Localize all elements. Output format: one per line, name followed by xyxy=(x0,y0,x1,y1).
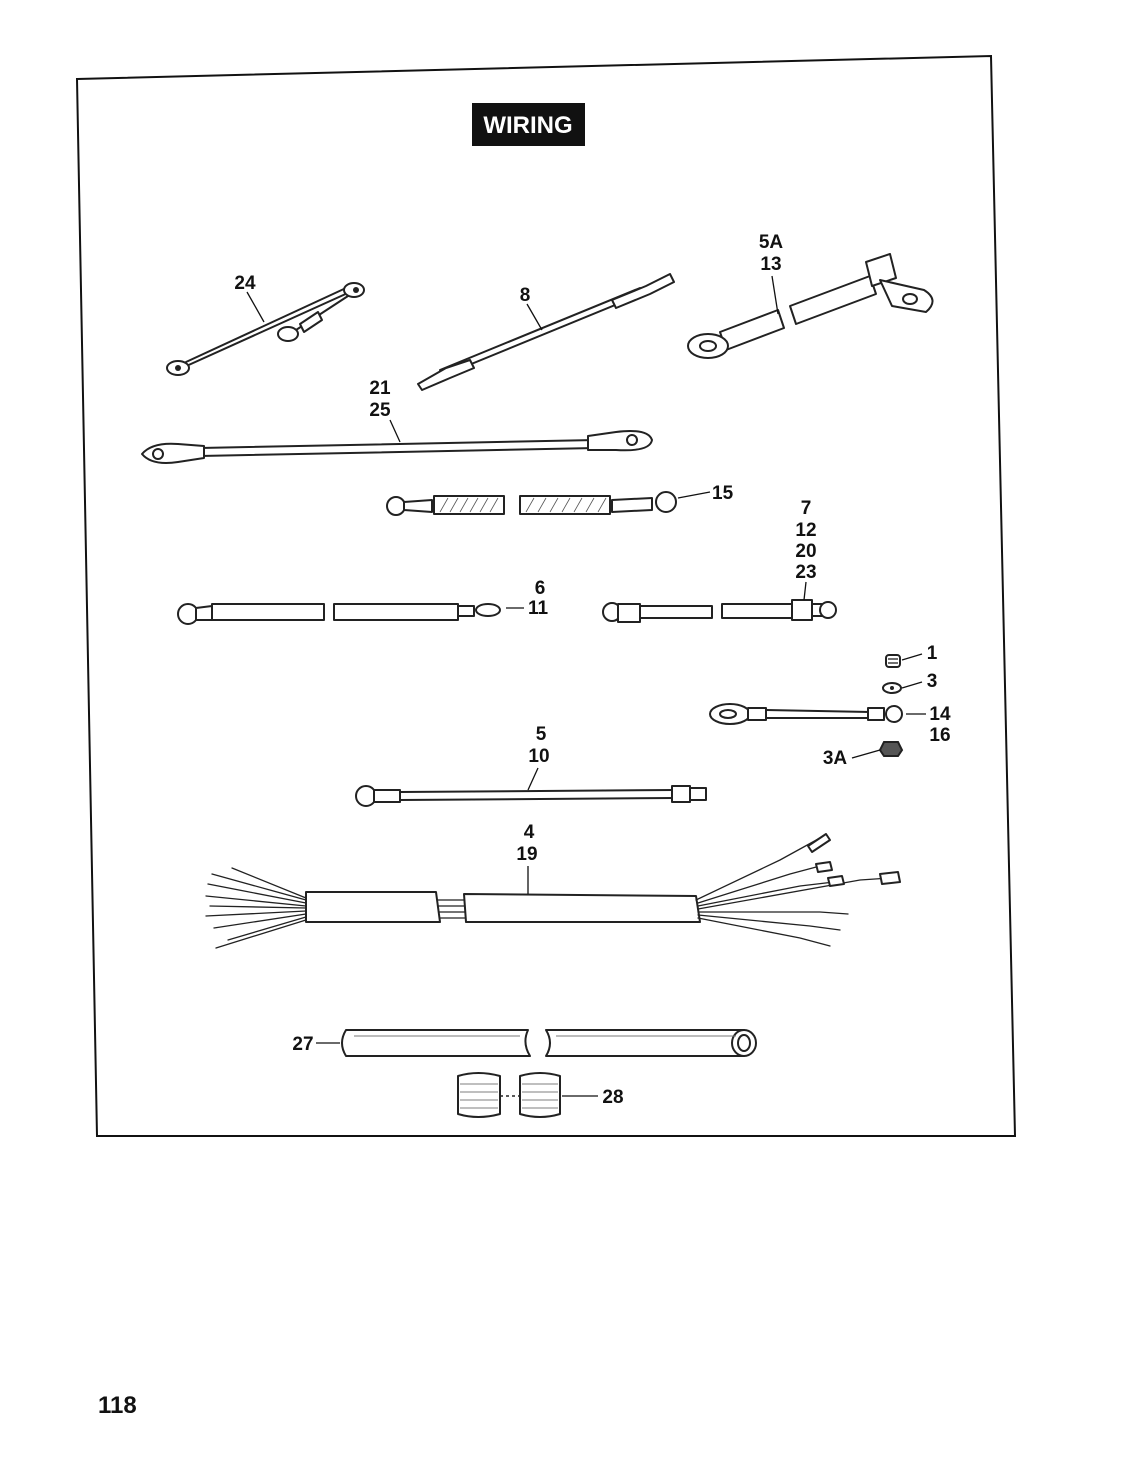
part-14-16-ground-wire xyxy=(709,703,903,725)
callout-15: 15 xyxy=(712,483,734,504)
callout-6: 6 xyxy=(535,578,546,599)
callout-10: 10 xyxy=(528,746,549,767)
page-number: 118 xyxy=(98,1392,137,1419)
callout-23: 23 xyxy=(795,562,816,583)
callout-20: 20 xyxy=(795,541,816,562)
callout-25: 25 xyxy=(369,400,391,421)
callout-28: 28 xyxy=(602,1087,623,1108)
diagram-title: WIRING xyxy=(483,112,572,139)
part-8-terminal-wire xyxy=(417,273,675,391)
callout-7: 7 xyxy=(801,498,812,519)
callout-14: 14 xyxy=(929,704,951,725)
part-1-screw xyxy=(885,654,901,668)
callout-12: 12 xyxy=(795,520,816,541)
part-24-ground-wire xyxy=(166,282,365,376)
callout-5: 5 xyxy=(536,724,547,745)
callout-8: 8 xyxy=(520,285,531,306)
part-27-conduit xyxy=(341,1029,757,1057)
callout-24: 24 xyxy=(234,273,256,294)
diagram-frame xyxy=(75,54,1017,1137)
callout-4: 4 xyxy=(524,822,535,843)
leader-lines xyxy=(246,275,926,1097)
callout-27: 27 xyxy=(292,1034,313,1055)
callout-16: 16 xyxy=(929,725,950,746)
part-21-25-cable xyxy=(141,430,653,464)
callout-21: 21 xyxy=(369,378,391,399)
callout-11: 11 xyxy=(528,598,549,619)
callout-labels: 24 8 5A 13 21 25 15 7 12 20 23 6 11 1 3 … xyxy=(234,232,951,1108)
callout-3a: 3A xyxy=(823,748,848,769)
part-5-10-wire xyxy=(355,785,707,807)
part-3a-nut xyxy=(878,741,904,757)
part-6-11-wire xyxy=(177,603,501,625)
part-4-19-main-harness xyxy=(205,833,901,949)
part-15-sleeved-wire xyxy=(386,491,677,516)
callout-5a: 5A xyxy=(759,232,784,253)
part-28-loom xyxy=(457,1072,561,1118)
part-7-12-20-23-wire xyxy=(602,599,837,623)
part-3-washer xyxy=(882,682,902,694)
callout-3: 3 xyxy=(927,671,938,692)
callout-13: 13 xyxy=(760,254,781,275)
callout-19: 19 xyxy=(516,844,537,865)
title-plate: WIRING xyxy=(472,103,585,146)
part-5a-13-battery-cable xyxy=(687,253,934,359)
callout-1: 1 xyxy=(927,643,938,664)
